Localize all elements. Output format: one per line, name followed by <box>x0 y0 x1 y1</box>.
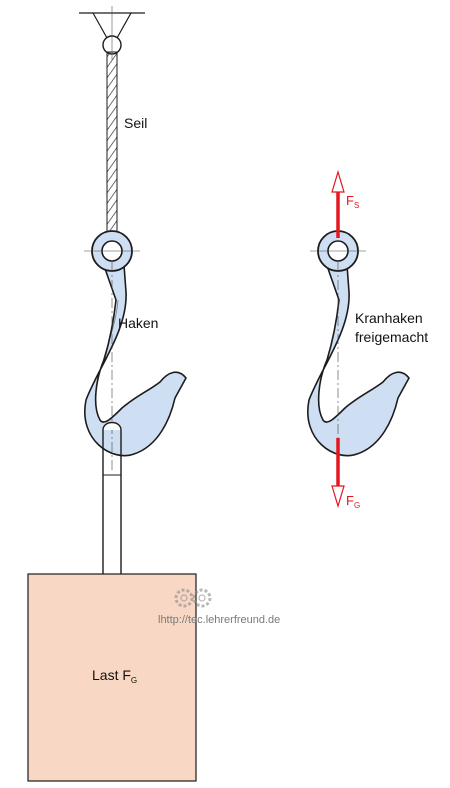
gear-icon <box>174 588 212 608</box>
force-bottom-label: FG <box>346 493 360 510</box>
force-top-label: FS <box>346 193 359 210</box>
force-bottom-main: F <box>346 493 354 508</box>
load-link <box>102 421 122 574</box>
rope-label: Seil <box>124 115 147 131</box>
ceiling-bracket <box>79 6 145 60</box>
hook-label: Haken <box>118 315 158 331</box>
load-label: Last FG <box>92 667 137 685</box>
load-block <box>27 573 197 782</box>
load-label-main: Last F <box>92 667 131 683</box>
hook-eye <box>84 230 140 272</box>
crane-hook <box>84 259 187 457</box>
force-top-main: F <box>346 193 354 208</box>
force-arrow-bottom <box>331 438 345 509</box>
freebody-eye <box>310 230 366 272</box>
rope <box>106 51 118 236</box>
force-arrow-top <box>331 169 345 238</box>
force-top-sub: S <box>354 201 359 210</box>
load-label-sub: G <box>131 676 137 685</box>
watermark-url: lhttp://tec.lehrerfreund.de <box>158 614 280 626</box>
force-bottom-sub: G <box>354 501 360 510</box>
freebody-label-line2: freigemacht <box>355 329 428 345</box>
freebody-label-line1: Kranhaken <box>355 310 423 326</box>
freebody-hook <box>307 259 410 457</box>
